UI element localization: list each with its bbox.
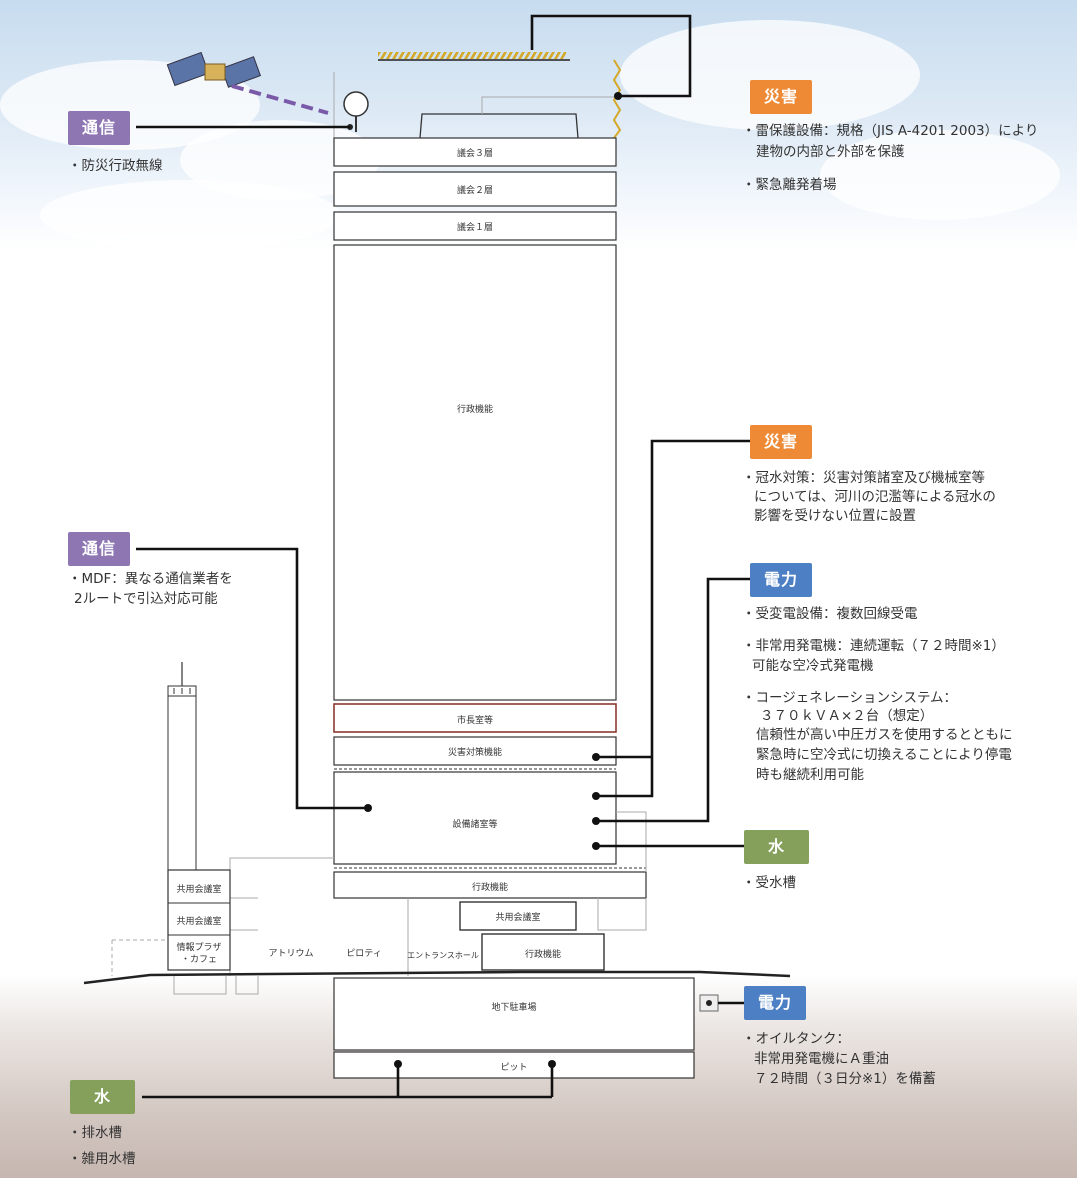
roof-line: [481, 96, 614, 114]
podium-outline: [597, 898, 647, 931]
floor-label-admin-low: 行政機能: [471, 883, 508, 893]
room-label-annex-meeting2: 共用会議室: [176, 917, 222, 927]
floor-label-council3: 議会３層: [456, 149, 493, 159]
note-power-mid-3: 可能な空冷式発電機: [752, 658, 874, 674]
note-disaster-top-1: ・雷保護設備：規格（JIS A-4201 2003）により: [742, 123, 1039, 139]
room-label-pit: ピット: [500, 1063, 528, 1073]
floor-mayor: [333, 703, 617, 733]
room-label-entrance-hall: エントランスホール: [407, 951, 479, 960]
note-power-mid-5: ３７０ｋＶＡ×２台（想定）: [760, 708, 934, 724]
note-power-mid-8: 時も継続利用可能: [756, 767, 864, 783]
floor-council3: [333, 137, 617, 167]
room-label-info-plaza: 情報プラザ: [176, 943, 222, 953]
leader-dots: [364, 92, 622, 1068]
room-admin-small: [481, 933, 605, 971]
floor-council2: [333, 171, 617, 207]
floor-label-council1: 議会１層: [456, 223, 493, 233]
floor-label-mayor: 市長室等: [456, 716, 493, 726]
note-power-low-2: 非常用発電機にＡ重油: [754, 1051, 889, 1067]
note-power-low-3: ７２時間（３日分※1）を備蓄: [754, 1071, 936, 1087]
power-tag-low: 電力: [744, 986, 807, 1020]
note-power-mid-6: 信頼性が高い中圧ガスを使用するとともに: [756, 727, 1013, 743]
floor-label-council2: 議会２層: [456, 186, 493, 196]
room-label-parking: 地下駐車場: [491, 1003, 537, 1013]
room-label-piloti: ピロティ: [346, 949, 382, 959]
note-water-low-1: ・排水槽: [68, 1125, 122, 1141]
antenna-icon: [343, 91, 369, 132]
note-disaster-top-3: ・緊急離発着場: [742, 177, 837, 193]
note-power-mid-4: ・コージェネレーションシステム：: [742, 690, 958, 706]
basement-parking: [333, 977, 695, 1051]
ground-line: [83, 970, 791, 985]
disaster-tag-top: 災害: [750, 80, 813, 114]
water-tag-mid: 水: [744, 830, 810, 864]
note-water-mid-1: ・受水槽: [742, 875, 796, 891]
cloud: [820, 130, 1060, 220]
floor-admin-main: [333, 244, 617, 701]
note-comm-mid-2: 2ルートで引込対応可能: [74, 591, 218, 607]
note-disaster-top-2: 建物の内部と外部を保護: [756, 144, 905, 160]
floor-admin-low: [333, 871, 647, 899]
water-tag-low: 水: [70, 1080, 136, 1114]
floor-label-equipment: 設備諸室等: [452, 820, 498, 830]
annex-block: [167, 869, 231, 971]
communication-tag-top: 通信: [68, 111, 131, 145]
room-label-cafe: ・カフェ: [180, 955, 217, 965]
room-label-admin-small: 行政機能: [524, 950, 561, 960]
basement-pit: [333, 1051, 695, 1079]
podium-outline: [616, 811, 647, 872]
cloud: [40, 180, 340, 250]
room-label-atrium: アトリウム: [268, 949, 314, 959]
note-disaster-mid-1: ・冠水対策：災害対策諸室及び機械室等: [742, 470, 985, 486]
note-power-low-1: ・オイルタンク：: [742, 1031, 850, 1047]
room-shared-meeting: [459, 901, 577, 931]
satellite-icon: [166, 51, 262, 88]
note-power-mid-7: 緊急時に空冷式に切換えることにより停電: [756, 747, 1012, 763]
note-disaster-mid-3: 影響を受けない位置に設置: [754, 508, 916, 524]
note-comm-top-1: ・防災行政無線: [68, 158, 163, 174]
note-disaster-mid-2: については、河川の氾濫等による冠水の: [754, 489, 996, 505]
floor-council1: [333, 211, 617, 241]
note-comm-mid-1: ・MDF：異なる通信業者を: [68, 571, 233, 587]
note-power-mid-2: ・非常用発電機：連続運転（７２時間※1）: [742, 638, 1005, 654]
roof-penthouse: [419, 113, 579, 139]
note-water-low-2: ・雑用水槽: [68, 1151, 136, 1167]
power-tag-mid: 電力: [750, 563, 813, 597]
floor-label-admin-main: 行政機能: [456, 405, 493, 415]
annex-tower: [167, 662, 197, 871]
oil-tank-dot: [706, 1000, 712, 1006]
floor-label-disaster-room: 災害対策機能: [447, 748, 502, 758]
room-label-annex-meeting1: 共用会議室: [176, 885, 222, 895]
disaster-tag-mid: 災害: [750, 425, 813, 459]
floor-equipment: [333, 771, 617, 865]
floor-disaster-room: [333, 736, 617, 766]
lightning-conductor: [612, 59, 622, 139]
room-label-shared-meeting: 共用会議室: [495, 913, 541, 923]
communication-tag-mid: 通信: [68, 532, 131, 566]
note-power-mid-1: ・受変電設備：複数回線受電: [742, 606, 918, 622]
heliport-pad: [378, 52, 566, 59]
satellite-link-line: [231, 84, 329, 115]
leader-lines: [136, 14, 750, 1099]
